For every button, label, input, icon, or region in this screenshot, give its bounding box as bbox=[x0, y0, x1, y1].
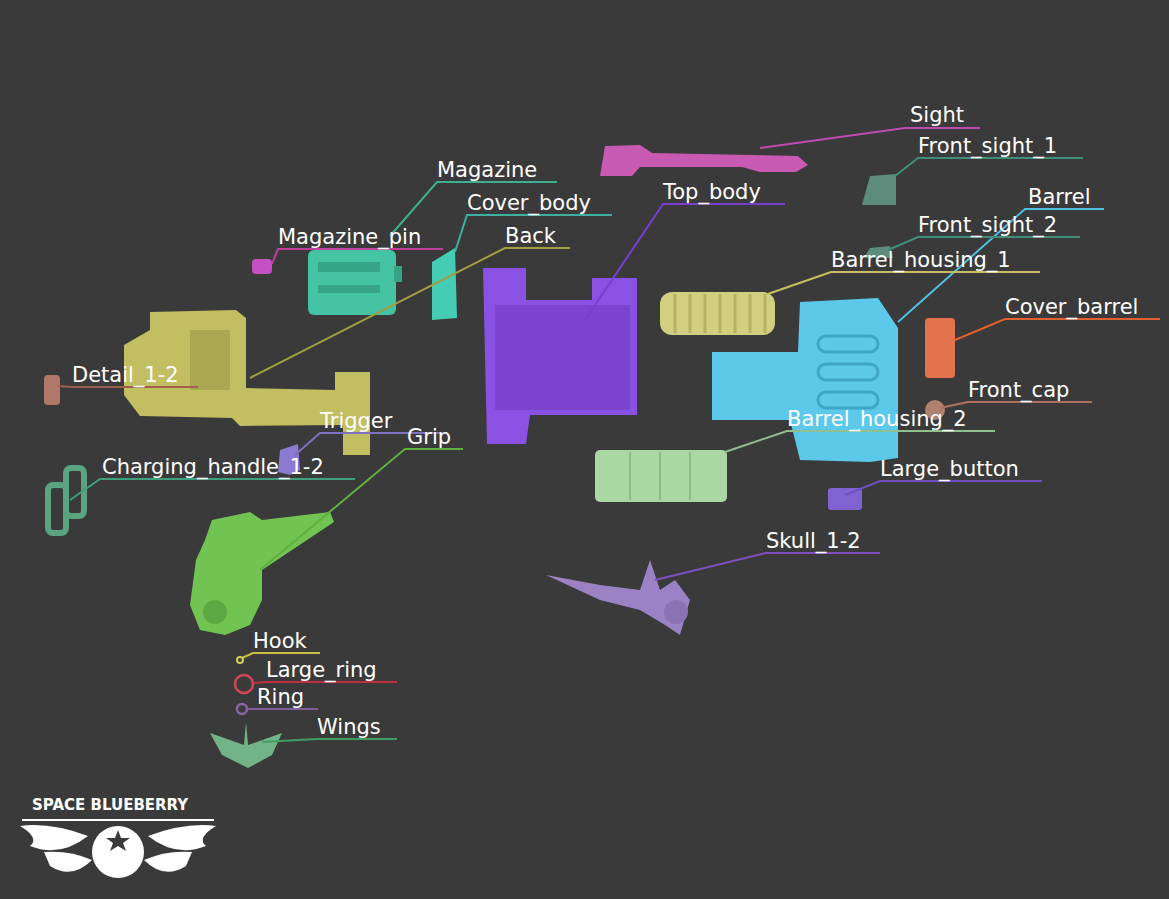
part-label: Ring bbox=[257, 685, 304, 709]
part-label: Front_sight_1 bbox=[918, 134, 1057, 158]
part-label: Hook bbox=[253, 629, 307, 653]
skull-part bbox=[546, 560, 690, 635]
logo-berry bbox=[92, 826, 144, 878]
part-label: Barrel_housing_1 bbox=[831, 248, 1011, 272]
watermark-text: SPACE BLUEBERRY bbox=[32, 796, 188, 814]
part-label: Sight bbox=[910, 103, 964, 127]
logo-rule bbox=[22, 819, 214, 821]
wings-part bbox=[210, 722, 282, 768]
grip-part bbox=[190, 512, 334, 635]
leader-line bbox=[955, 319, 1160, 340]
part-label: Wings bbox=[317, 715, 381, 739]
large-ring-part bbox=[235, 675, 253, 693]
front-sight-1-part bbox=[862, 174, 896, 205]
logo-leaf bbox=[44, 852, 92, 872]
part-label: Large_ring bbox=[266, 658, 377, 682]
magazine-detail bbox=[318, 285, 380, 293]
part-label: Trigger bbox=[320, 409, 392, 433]
leader-line bbox=[272, 249, 443, 264]
part-label: Charging_handle_1-2 bbox=[102, 455, 324, 479]
part-label: Grip bbox=[407, 425, 451, 449]
logo-leaf bbox=[144, 852, 192, 872]
logo-leaf bbox=[148, 825, 216, 850]
logo-leaf bbox=[20, 825, 88, 850]
barrel-housing-2-part bbox=[595, 450, 727, 502]
back-detail bbox=[190, 330, 230, 390]
part-label: Detail_1-2 bbox=[72, 363, 179, 387]
leader-line bbox=[253, 682, 397, 683]
detail-part bbox=[44, 375, 60, 405]
charging-handle-part bbox=[48, 468, 84, 533]
leader-line bbox=[250, 248, 570, 378]
magazine-detail bbox=[394, 266, 402, 282]
part-label: Top_body bbox=[663, 180, 761, 204]
barrel-housing-2-ridges bbox=[630, 452, 690, 500]
part-label: Magazine_pin bbox=[278, 225, 421, 249]
leader-line bbox=[845, 481, 1042, 495]
part-label: Back bbox=[505, 224, 556, 248]
cover-barrel-part bbox=[925, 318, 955, 378]
logo-star bbox=[106, 830, 130, 851]
barrel-housing-1-ridges bbox=[675, 294, 765, 333]
barrel-slots bbox=[818, 336, 878, 408]
leader-line bbox=[655, 553, 880, 580]
part-label: Cover_barrel bbox=[1005, 295, 1138, 319]
leader-line bbox=[242, 653, 320, 658]
top-body-part bbox=[483, 268, 637, 444]
leader-line bbox=[455, 215, 612, 252]
part-label: Large_button bbox=[880, 457, 1019, 481]
part-label: Barrel_housing_2 bbox=[787, 407, 967, 431]
leader-line bbox=[765, 272, 1040, 295]
barrel-housing-1-part bbox=[660, 292, 775, 335]
part-label: Cover_body bbox=[467, 191, 591, 215]
barrel-part bbox=[712, 298, 898, 462]
ring-part bbox=[237, 704, 247, 714]
grip-emblem bbox=[203, 600, 227, 624]
leader-line bbox=[585, 204, 785, 320]
magazine-pin-part bbox=[252, 259, 272, 274]
logo bbox=[20, 820, 216, 878]
part-label: Front_sight_2 bbox=[918, 213, 1057, 237]
sight-part bbox=[600, 145, 808, 176]
leader-line bbox=[70, 479, 355, 500]
magazine-part bbox=[308, 250, 396, 315]
top-body-texture bbox=[495, 305, 630, 410]
leader-line bbox=[895, 158, 1083, 176]
leader-lines bbox=[58, 128, 1160, 742]
part-label: Skull_1-2 bbox=[766, 529, 861, 553]
part-label: Magazine bbox=[437, 158, 537, 182]
skull-head bbox=[664, 600, 688, 624]
part-label: Front_cap bbox=[968, 378, 1069, 402]
leader-line bbox=[725, 431, 995, 452]
leader-line bbox=[262, 739, 397, 742]
part-shapes bbox=[44, 145, 955, 768]
magazine-detail bbox=[318, 262, 380, 272]
part-label: Barrel bbox=[1028, 185, 1090, 209]
